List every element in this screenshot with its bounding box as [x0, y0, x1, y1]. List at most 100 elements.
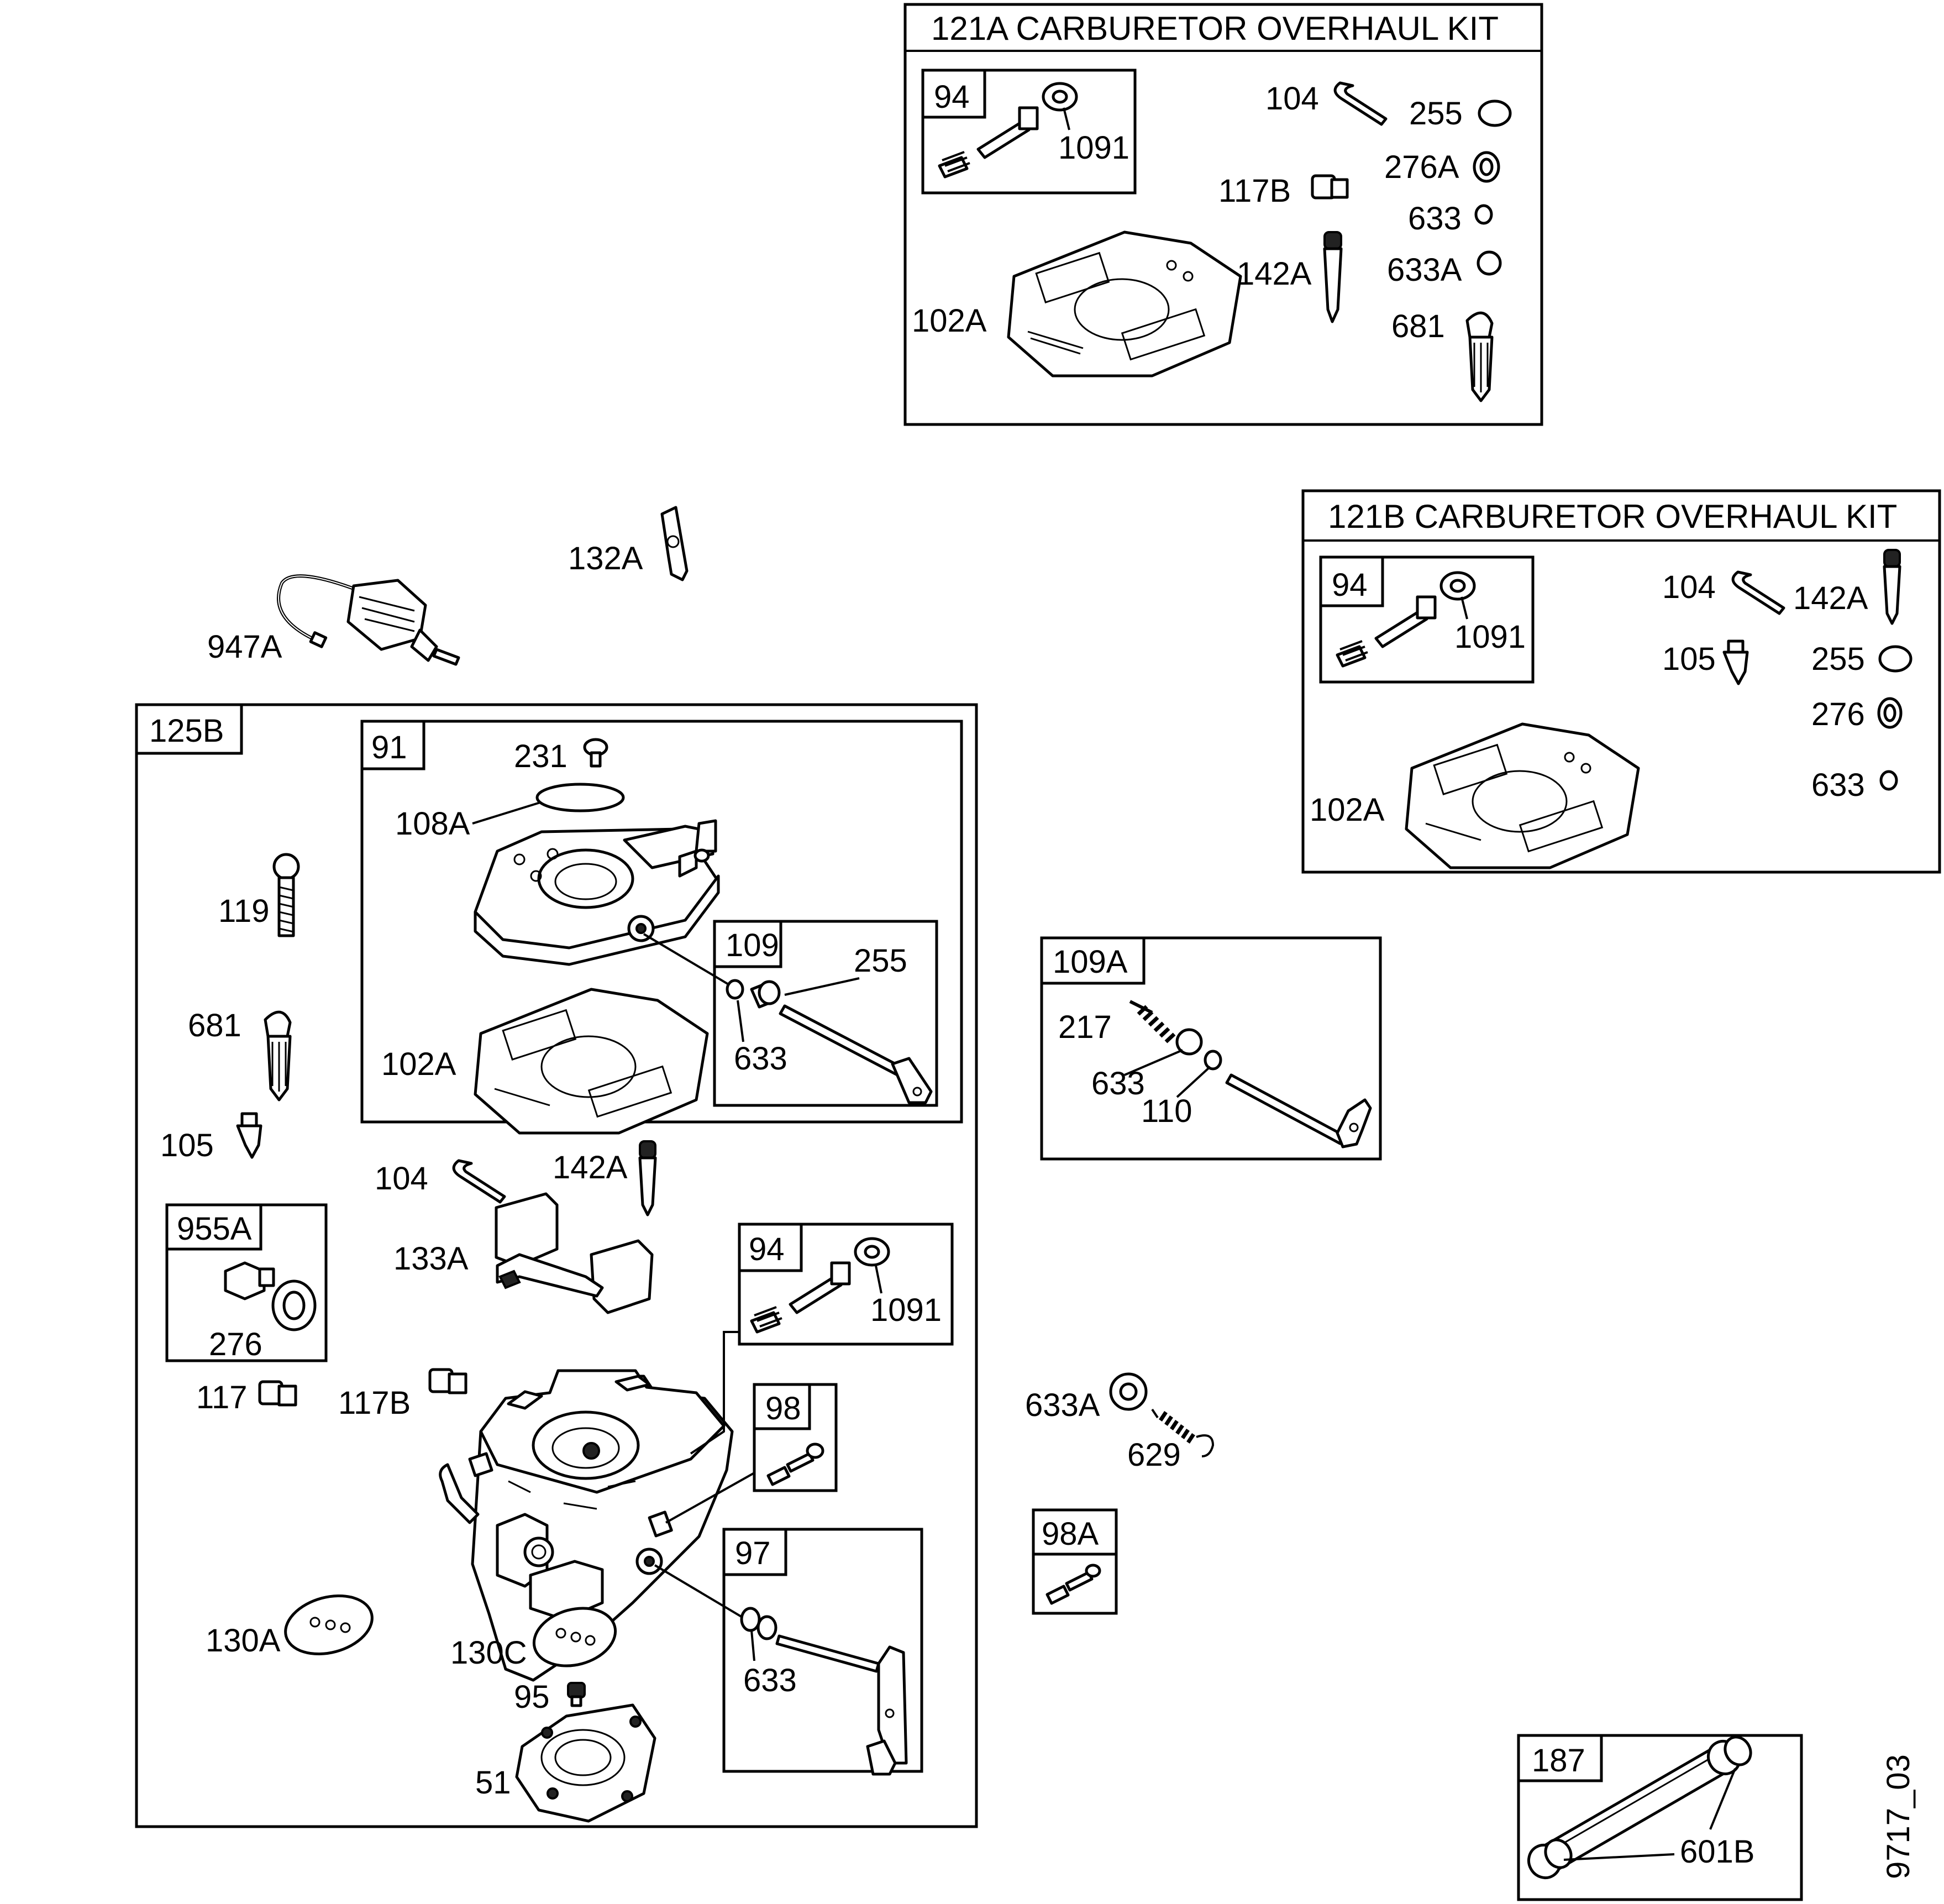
screw-119-part	[272, 853, 300, 937]
subgroup-97-label: 97	[735, 1535, 771, 1571]
inlet-needle-105-part	[1722, 639, 1749, 685]
subgroup-97-panel: 97 633	[722, 1528, 923, 1776]
subgroup-98a-label: 98A	[1042, 1516, 1099, 1552]
screw-95-part	[567, 1682, 586, 1707]
label-110: 110	[1141, 1093, 1192, 1129]
label-108a: 108A	[395, 806, 470, 842]
choke-plate-130c-part	[532, 1607, 617, 1667]
subgroup-109-label: 109	[726, 927, 779, 963]
fuel-line-187-part	[1527, 1735, 1752, 1880]
screw-231-part	[583, 738, 608, 768]
inlet-seat-681-part	[264, 1010, 292, 1102]
gasket-102a-part	[1405, 722, 1640, 869]
carburetor-upper-body-part	[474, 819, 733, 988]
washer-633-part	[1879, 770, 1898, 791]
label-633: 633	[734, 1041, 787, 1077]
plug-117-part	[258, 1380, 297, 1407]
idle-mixture-screw-part	[1336, 571, 1476, 668]
subgroup-94-panel: 94 1091	[738, 1223, 954, 1346]
label-231: 231	[514, 738, 568, 774]
subgroup-109a-label: 109A	[1053, 944, 1128, 980]
group-125b-label: 125B	[149, 713, 224, 749]
kit-121b-label-633: 633	[1811, 767, 1865, 803]
label-681: 681	[188, 1008, 241, 1043]
gasket-102a-part	[474, 988, 709, 1135]
kit-121a-label-117b: 117B	[1218, 173, 1291, 209]
label-132a: 132A	[568, 541, 643, 576]
float-hinge-pin-part	[452, 1159, 506, 1204]
label-142a: 142A	[553, 1150, 628, 1186]
spring-217-part	[1129, 1000, 1176, 1043]
idle-mixture-screw-part	[938, 82, 1078, 179]
label-276: 276	[209, 1326, 262, 1362]
label-633: 633	[1091, 1066, 1145, 1102]
throttle-shaft-109a-part	[1225, 1073, 1372, 1148]
screw-98-part	[766, 1443, 824, 1486]
throttle-plate-130a-part	[284, 1594, 374, 1656]
gasket-102a-part	[1007, 230, 1242, 377]
kit-121b-panel: 121B CARBURETOR OVERHAUL KIT 94 1091 104…	[1301, 489, 1941, 874]
fuel-solenoid-947a-part	[277, 574, 460, 666]
inlet-needle-142a-part	[1883, 549, 1901, 625]
label-117: 117	[196, 1380, 247, 1415]
choke-shaft-part	[775, 1634, 908, 1776]
kit-121b-label-94: 94	[1332, 567, 1368, 603]
label-102a: 102A	[381, 1046, 456, 1082]
throttle-shaft-part	[779, 1004, 933, 1104]
kit-121a-label-142a: 142A	[1237, 256, 1312, 292]
kit-121b-label-102a: 102A	[1310, 792, 1385, 828]
label-601b: 601B	[1680, 1834, 1754, 1870]
float-hinge-pin-part	[1333, 81, 1388, 126]
inlet-needle-142a-part	[1323, 231, 1343, 323]
inlet-needle-105-part	[236, 1112, 262, 1159]
label-633a: 633A	[1025, 1387, 1100, 1423]
label-217: 217	[1058, 1009, 1112, 1045]
label-130c: 130C	[450, 1635, 527, 1671]
kit-121a-panel: 121A CARBURETOR OVERHAUL KIT 94 1091 104…	[903, 3, 1543, 426]
carburetor-main-body-part	[439, 1331, 758, 1682]
inlet-needle-142a-part	[638, 1140, 657, 1216]
kit-121b-label-255: 255	[1811, 641, 1865, 677]
screw-98a-part	[1045, 1564, 1101, 1605]
inlet-seat-681-part	[1465, 311, 1494, 402]
drawing-code: 9717_03	[1880, 1754, 1916, 1879]
bushing-255-part	[1478, 99, 1512, 127]
kit-121a-label-633a: 633A	[1387, 252, 1462, 288]
label-1091: 1091	[870, 1292, 942, 1328]
subgroup-187-panel: 187 601B	[1517, 1734, 1803, 1901]
plug-117b-part	[1311, 174, 1349, 200]
kit-121a-label-276a: 276A	[1384, 149, 1459, 185]
gasket-51-part	[515, 1703, 656, 1823]
label-255: 255	[854, 943, 907, 979]
subgroup-98-label: 98	[765, 1391, 801, 1426]
plug-955a-part	[224, 1261, 275, 1300]
label-117b: 117B	[338, 1385, 411, 1421]
label-95: 95	[514, 1679, 550, 1715]
subgroup-109a-panel: 109A 217 633 110	[1040, 936, 1382, 1161]
bushing-633a-part	[1109, 1372, 1148, 1411]
kit-121b-label-1091: 1091	[1454, 619, 1526, 655]
kit-121a-label-104: 104	[1265, 81, 1319, 117]
label-130a: 130A	[206, 1623, 281, 1659]
kit-121a-label-255: 255	[1409, 96, 1463, 132]
kit-121b-label-105: 105	[1662, 641, 1716, 677]
label-105: 105	[160, 1127, 214, 1163]
kit-121a-label-102a: 102A	[912, 303, 987, 339]
subgroup-955a-panel: 955A 276	[165, 1203, 328, 1362]
kit-121b-label-104: 104	[1662, 569, 1716, 605]
washer-633-part	[1474, 204, 1493, 225]
spring-629-part	[1151, 1408, 1215, 1457]
label-133a: 133A	[393, 1241, 469, 1277]
bushing-633a-part	[1477, 250, 1502, 276]
label-629: 629	[1127, 1437, 1181, 1473]
kit-121b-label-276: 276	[1811, 696, 1865, 732]
label-947a: 947A	[207, 629, 282, 665]
bushing-255-part	[1878, 645, 1913, 673]
subgroup-109-panel: 109 255 633	[713, 920, 938, 1107]
subgroup-98a-panel: 98A	[1032, 1508, 1118, 1615]
gasket-108a-part	[535, 783, 625, 812]
kit-121a-label-94: 94	[934, 79, 970, 115]
subgroup-91-label: 91	[371, 730, 407, 765]
plug-117b-part	[428, 1368, 467, 1394]
